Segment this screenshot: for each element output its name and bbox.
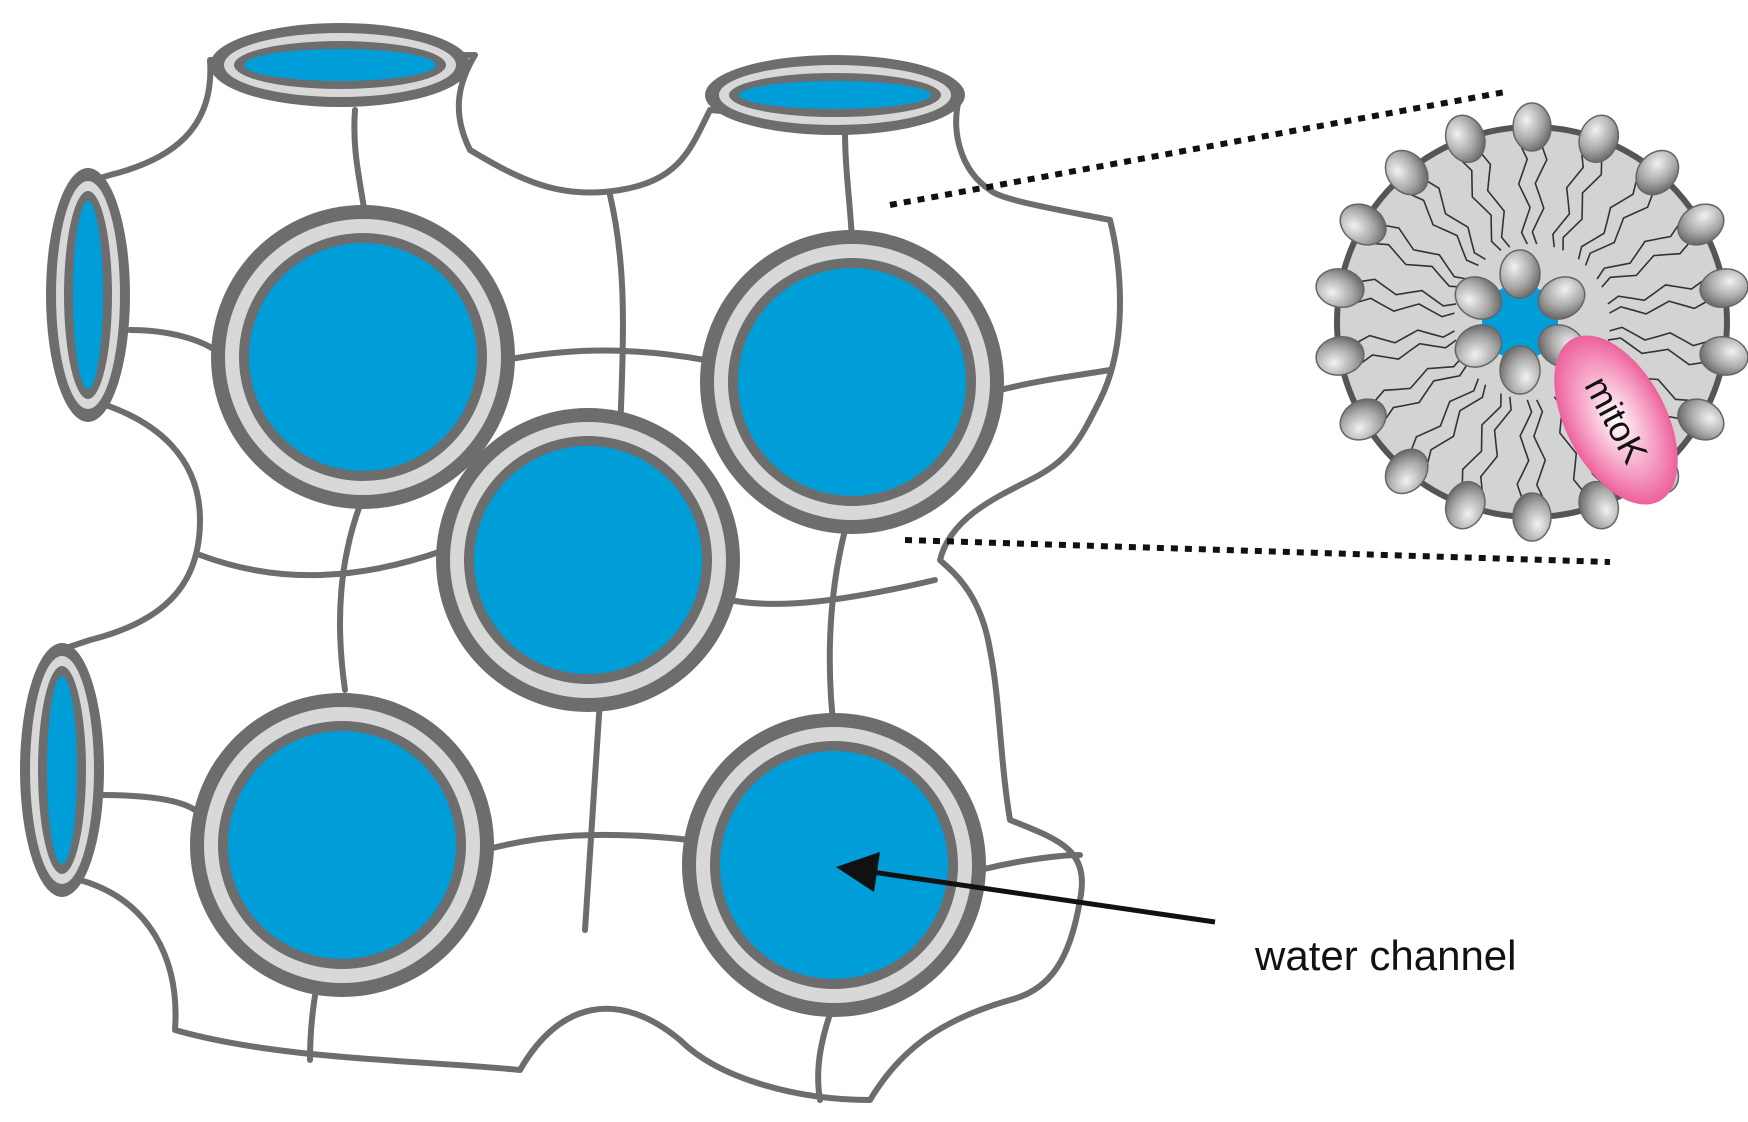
reverse-micelle-icon: mitoK: [1315, 102, 1748, 542]
water-channel-top-right: [700, 230, 1004, 534]
inner-headgroup: [1454, 276, 1503, 320]
inner-headgroup: [1537, 276, 1586, 320]
outer-headgroup: [1677, 398, 1725, 441]
lipid-tail: [1531, 147, 1548, 245]
lipid-tail: [1609, 300, 1707, 315]
top-opening-right: [705, 55, 965, 135]
top-opening-left: [210, 23, 470, 107]
side-opening-lower: [20, 643, 104, 897]
lipid-tail: [1517, 146, 1531, 245]
connector: [197, 547, 448, 579]
lipid-tail: [1607, 337, 1703, 366]
outer-headgroup: [1339, 398, 1387, 441]
lipid-tail: [1479, 396, 1512, 490]
connector: [826, 527, 848, 743]
outer-headgroup: [1444, 114, 1486, 164]
outer-headgroup: [1578, 480, 1620, 530]
connector: [727, 577, 938, 607]
lipid-tail: [1385, 224, 1468, 280]
side-opening-upper: [46, 168, 130, 422]
lipid-tail: [1533, 399, 1547, 498]
lipid-tail: [1357, 329, 1455, 344]
connector: [607, 192, 626, 433]
outer-headgroup: [1444, 480, 1486, 530]
connector: [482, 831, 693, 853]
lipid-tail: [1410, 378, 1480, 450]
arrow-left-icon: [871, 869, 1216, 925]
outer-headgroup: [1384, 448, 1429, 495]
lipid-tail: [1385, 364, 1468, 419]
connector: [97, 792, 198, 813]
outer-headgroup: [1578, 114, 1620, 164]
water-channel-label: water channel: [1254, 932, 1517, 979]
mitok-molecule: mitoK: [1554, 335, 1678, 505]
lipid-tail: [1374, 356, 1463, 401]
connector: [337, 502, 363, 693]
lipid-tail: [1584, 194, 1654, 266]
connector: [582, 697, 603, 933]
water-channel-top-left: [211, 205, 515, 509]
water-channel-bottom-right: [682, 713, 986, 1017]
outer-headgroup: [1315, 335, 1365, 376]
zoom-line-lower: [904, 537, 1611, 565]
lipid-tail: [1427, 384, 1487, 463]
lipid-tail: [1607, 280, 1703, 305]
lipid-tail: [1361, 278, 1457, 307]
outer-headgroup: [1384, 149, 1429, 196]
inner-headgroup: [1454, 324, 1503, 368]
zoom-line-upper: [889, 89, 1506, 208]
outer-headgroup: [1635, 149, 1680, 196]
water-channel-bottom-left: [190, 693, 494, 997]
lipid-tail: [1461, 393, 1502, 483]
lipid-tail: [1577, 181, 1637, 260]
lipid-tail: [1357, 297, 1455, 318]
water-channel-pointer: [836, 852, 1216, 925]
lipid-tail: [1461, 160, 1502, 251]
lipid-tail: [1601, 243, 1690, 288]
connector: [351, 107, 368, 218]
connector: [997, 367, 1113, 393]
inner-headgroups: [1454, 249, 1586, 395]
lipid-tail: [1427, 180, 1486, 260]
lipid-tail: [1596, 225, 1679, 280]
lipid-tail: [1516, 399, 1533, 497]
mitok-ellipse: [1554, 335, 1678, 505]
connector: [977, 852, 1083, 873]
connector: [502, 347, 708, 363]
lipid-tail: [1411, 194, 1479, 267]
lipid-tail: [1361, 339, 1457, 364]
outer-headgroup: [1315, 268, 1365, 309]
lipid-tail: [1552, 154, 1585, 248]
lipid-tail: [1562, 161, 1603, 251]
inner-headgroup: [1499, 249, 1541, 299]
lipid-tail: [1375, 242, 1463, 288]
inner-headgroup: [1499, 345, 1541, 395]
water-channel-center: [436, 408, 740, 712]
connector: [127, 327, 218, 353]
outer-headgroup: [1339, 203, 1387, 246]
connector: [842, 127, 855, 243]
outer-headgroup: [1677, 203, 1725, 246]
lipid-tail: [1481, 153, 1511, 248]
arrowhead: [836, 852, 880, 892]
outer-headgroup: [1512, 492, 1552, 542]
outer-headgroup: [1512, 102, 1552, 152]
lipid-tail: [1609, 326, 1707, 347]
